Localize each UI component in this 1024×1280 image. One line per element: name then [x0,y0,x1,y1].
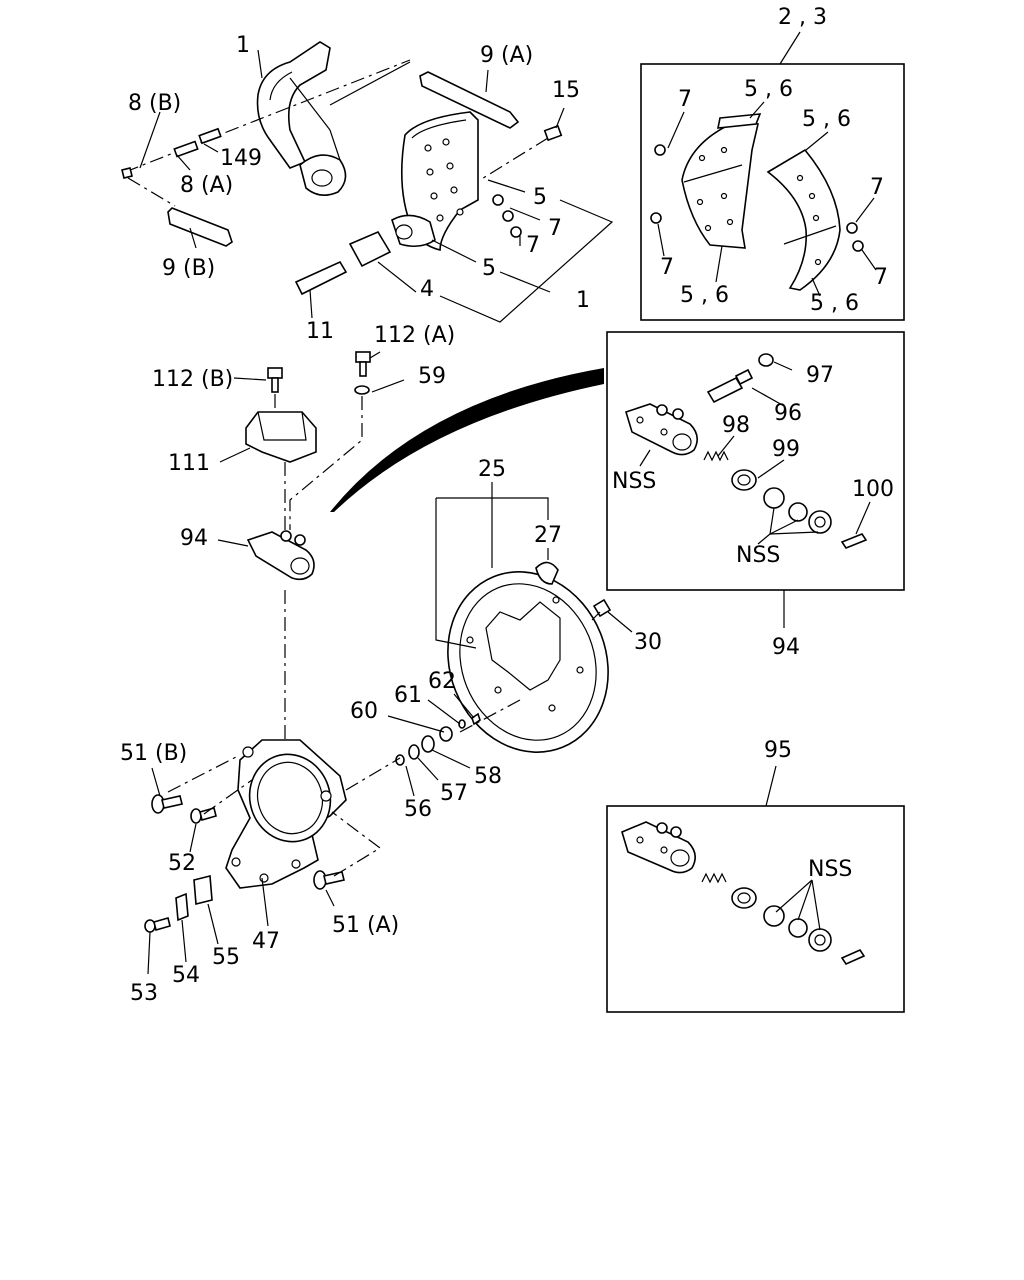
label-55: 55 [212,945,240,970]
box-label-7-top-left: 7 [678,87,692,112]
label-9a: 9 (A) [480,43,533,68]
label-59: 59 [418,364,446,389]
label-15: 15 [552,78,580,103]
label-11: 11 [306,319,334,344]
box-label-5-6-d: 5 , 6 [810,291,859,316]
label-nss-2: NSS [736,543,780,568]
box-label-7-right: 7 [870,175,884,200]
label-57: 57 [440,781,468,806]
anchor-bracket-assembly [144,693,521,975]
mounting-parts [217,351,405,740]
label-95: 95 [764,738,792,763]
label-1-bottom: 1 [576,288,590,313]
label-8a: 8 (A) [180,173,233,198]
label-5b: 5 [482,256,496,281]
label-112b: 112 (B) [152,367,233,392]
label-4: 4 [420,277,434,302]
label-7b: 7 [526,233,540,258]
label-2-3: 2 , 3 [778,5,827,30]
label-53: 53 [130,981,158,1006]
label-112a: 112 (A) [374,323,455,348]
label-99: 99 [772,437,800,462]
box-label-5-6-a: 5 , 6 [744,77,793,102]
label-27: 27 [534,523,562,548]
label-30: 30 [634,630,662,655]
detail-arrow [330,368,604,512]
label-51a: 51 (A) [332,913,399,938]
label-98: 98 [722,413,750,438]
label-96: 96 [774,401,802,426]
brake-shoe-assembly [121,41,614,323]
label-56: 56 [404,797,432,822]
label-9b: 9 (B) [162,256,215,281]
cylinder-kit-box [606,765,905,1013]
label-111: 111 [168,451,210,476]
label-149: 149 [220,146,262,171]
label-7a: 7 [548,216,562,241]
label-60: 60 [350,699,378,724]
backing-plate [435,482,633,753]
box-label-5-6-c: 5 , 6 [680,283,729,308]
label-25: 25 [478,457,506,482]
wheel-cylinder-box [606,331,905,628]
label-8b: 8 (B) [128,91,181,116]
label-100: 100 [852,477,894,502]
label-94-left: 94 [180,526,208,551]
box-label-7-bottom-right: 7 [874,265,888,290]
label-51b: 51 (B) [120,741,187,766]
box-label-7-bottom-left: 7 [660,255,674,280]
label-54: 54 [172,963,200,988]
shoe-set-box [640,31,905,321]
label-nss-3: NSS [808,857,852,882]
label-5a: 5 [533,185,547,210]
label-1-top: 1 [236,33,250,58]
label-97: 97 [806,363,834,388]
box-label-5-6-b: 5 , 6 [802,107,851,132]
label-94-box: 94 [772,635,800,660]
label-52: 52 [168,851,196,876]
label-47: 47 [252,929,280,954]
label-61: 61 [394,683,422,708]
label-58: 58 [474,764,502,789]
label-nss-1: NSS [612,469,656,494]
label-62: 62 [428,669,456,694]
part-labels: 1 9 (A) 8 (B) 15 149 8 (A) 9 (B) 5 7 7 5… [120,5,894,1006]
